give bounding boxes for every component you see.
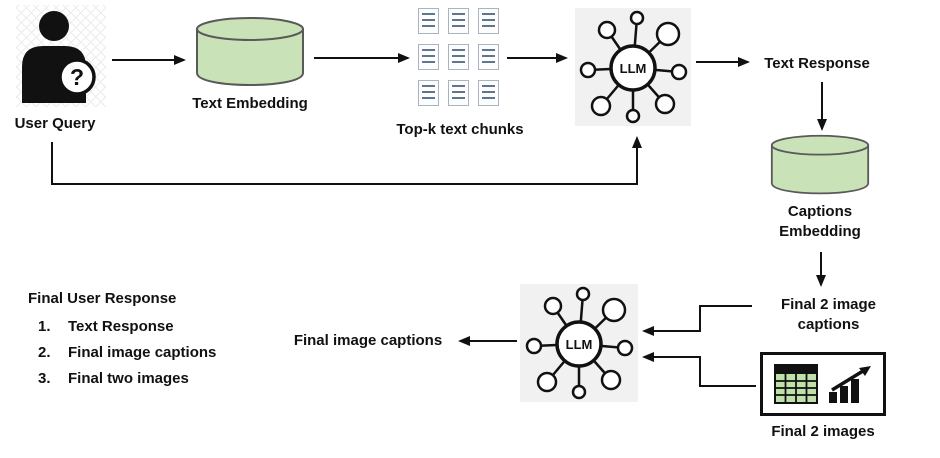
list-item: 3. Final two images [28,366,268,392]
final-2-image-captions-line1: Final 2 image [780,296,877,313]
llm-top-label: LLM [620,61,647,76]
captions-embedding-label: Captions Embedding [760,202,880,242]
final-user-response-title: Final User Response [28,290,177,307]
list-item-number: 3. [38,370,51,387]
list-item-text: Text Response [68,318,174,335]
final-2-images-node [760,352,886,416]
user-query-label: User Query [14,115,96,132]
list-item-text: Final image captions [68,344,217,361]
document-icon [448,80,469,106]
document-icon [418,80,439,106]
text-response-label: Text Response [764,55,870,72]
list-item-text: Final two images [68,370,189,387]
topk-chunks-label: Top-k text chunks [396,121,524,138]
llm-bottom-label: LLM [566,337,593,352]
question-mark-glyph: ? [70,64,84,90]
llm-bottom-node: LLM [520,284,638,402]
arrow-userquery-to-llm1 [51,136,642,185]
final-2-image-captions-label: Final 2 image captions [756,295,901,335]
text-embedding-label: Text Embedding [192,95,308,112]
arrow-finalimages-to-llm2 [642,352,756,387]
llm-top-node: LLM [575,8,691,126]
final-2-image-captions-line2: captions [797,316,860,333]
user-query-node: ? [16,5,106,107]
final-user-response-block: Final User Response 1. Text Response 2. … [28,290,268,392]
list-item-number: 2. [38,344,51,361]
captions-embedding-cylinder-icon [770,134,870,195]
user-person-icon: ? [22,11,96,103]
document-icon [418,8,439,34]
llm-network-icon: LLM [525,286,634,400]
document-icon [478,44,499,70]
list-item: 1. Text Response [28,314,268,340]
text-embedding-cylinder-icon [196,17,304,86]
document-icon [478,8,499,34]
list-item: 2. Final image captions [28,340,268,366]
document-icon [448,44,469,70]
arrow-finalcaptions-to-llm2 [642,305,752,336]
question-badge-icon [58,58,96,96]
document-icon [478,80,499,106]
topk-chunks-node [418,8,499,106]
captions-embedding-line1: Captions [787,203,853,220]
list-item-number: 1. [38,318,51,335]
bar-chart-icon [829,366,871,403]
final-2-images-label: Final 2 images [771,423,875,440]
captions-embedding-line2: Embedding [779,223,861,240]
final-image-captions-label: Final image captions [293,332,443,349]
document-icon [418,44,439,70]
table-icon [774,364,818,404]
llm-network-icon: LLM [579,10,688,124]
document-icon [448,8,469,34]
